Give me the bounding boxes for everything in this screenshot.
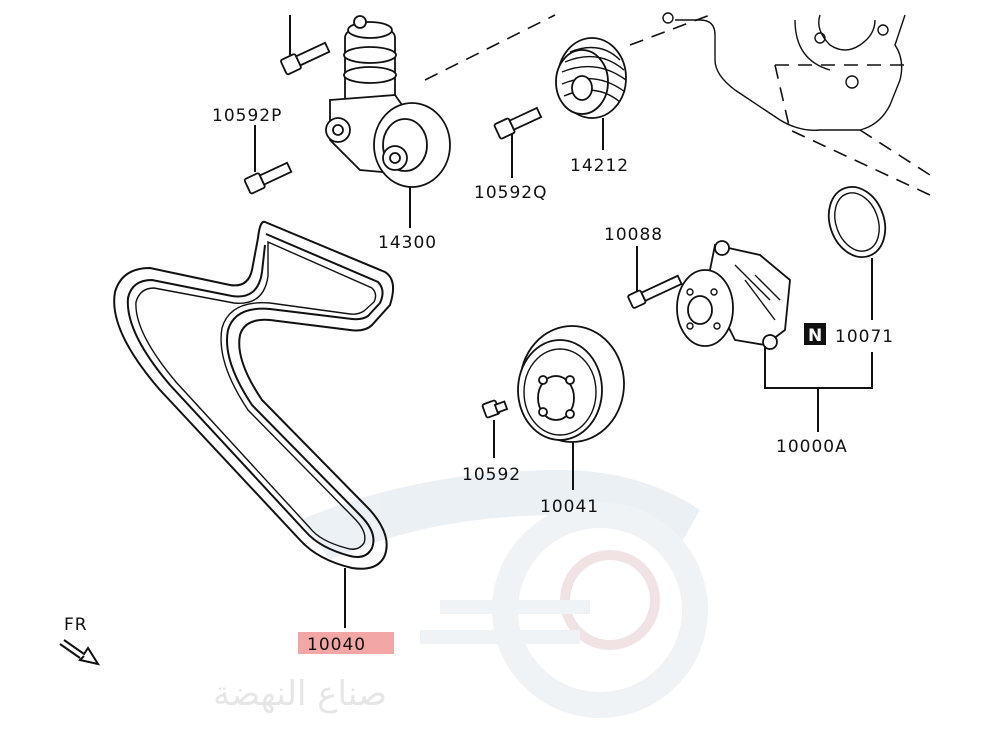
watermark-logo: صناع النهضة bbox=[213, 470, 708, 718]
bolt-10592[interactable] bbox=[481, 399, 509, 458]
bracket-10000a bbox=[764, 346, 873, 432]
idler-pulley-14212[interactable] bbox=[555, 37, 627, 150]
watermark-text: صناع النهضة bbox=[213, 674, 387, 714]
gasket-10071[interactable] bbox=[819, 179, 894, 320]
label-fr: FR bbox=[64, 615, 88, 635]
label-10041[interactable]: 10041 bbox=[540, 497, 599, 517]
fr-arrow-icon bbox=[59, 639, 101, 666]
bolt-10592q[interactable] bbox=[493, 105, 543, 178]
pump-pulley-10041[interactable] bbox=[517, 325, 625, 490]
water-pump-10000a[interactable] bbox=[676, 240, 791, 350]
label-10592q[interactable]: 10592Q bbox=[474, 183, 547, 203]
badge-n-text: N bbox=[808, 326, 823, 346]
drive-belt-10040[interactable] bbox=[113, 220, 395, 628]
engine-block-outline bbox=[424, 12, 931, 196]
label-10000a[interactable]: 10000A bbox=[776, 437, 848, 457]
label-14212[interactable]: 14212 bbox=[570, 156, 629, 176]
highlight-10040 bbox=[298, 632, 394, 654]
label-14300[interactable]: 14300 bbox=[378, 233, 437, 253]
bolt-top[interactable] bbox=[280, 15, 331, 76]
bolt-10592p[interactable] bbox=[243, 125, 293, 195]
label-10592p[interactable]: 10592P bbox=[212, 106, 282, 126]
label-10071[interactable]: 10071 bbox=[835, 327, 894, 347]
label-10088[interactable]: 10088 bbox=[604, 225, 663, 245]
bolt-10088[interactable] bbox=[627, 246, 683, 309]
badge-n bbox=[804, 323, 826, 345]
tensioner-14300[interactable] bbox=[325, 15, 451, 228]
label-10592[interactable]: 10592 bbox=[462, 465, 521, 485]
label-10040[interactable]: 10040 bbox=[307, 635, 366, 655]
